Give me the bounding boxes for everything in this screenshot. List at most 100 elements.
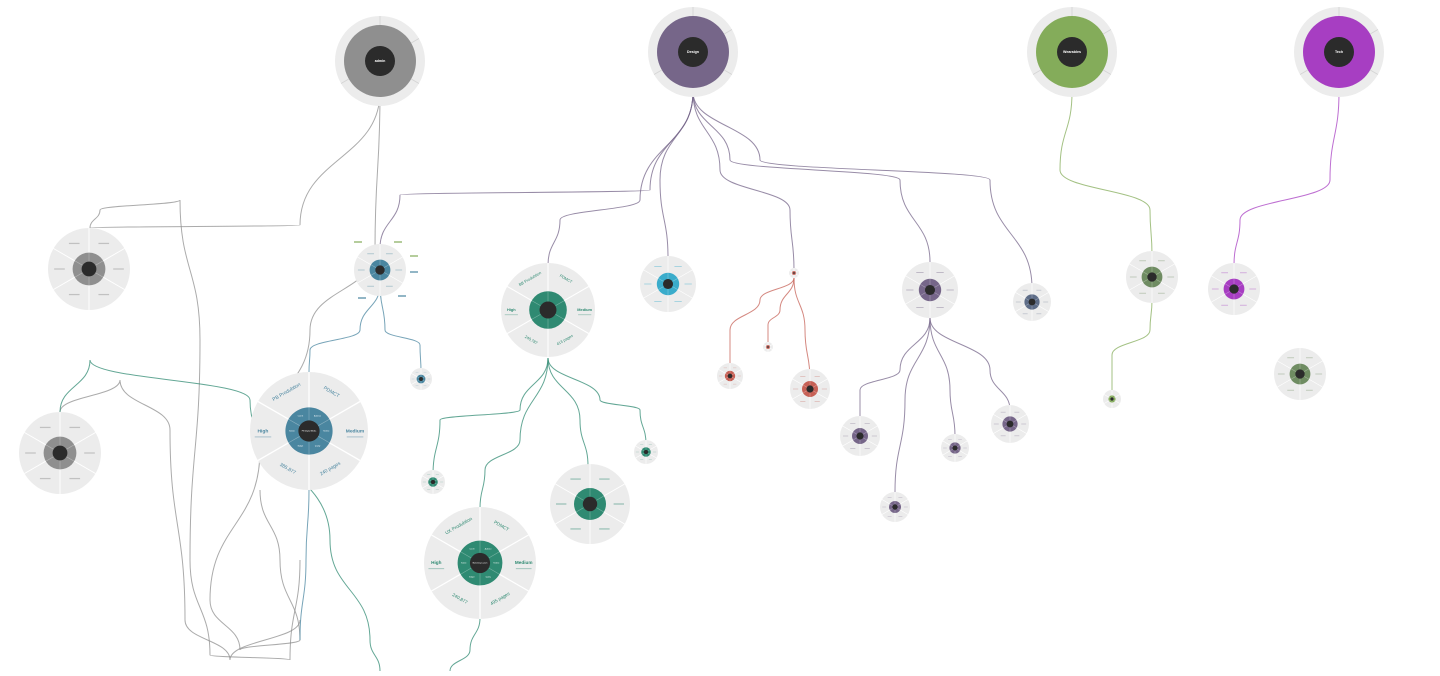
priority-label: High xyxy=(431,560,442,565)
node-blue-small[interactable] xyxy=(354,244,406,296)
root-label: Wearables xyxy=(1063,50,1081,54)
node-teal-tiny-a[interactable] xyxy=(421,470,445,494)
sub-text-placeholder xyxy=(578,314,591,315)
label-placeholder xyxy=(69,294,80,295)
center-dot xyxy=(644,450,648,454)
root-admin[interactable]: admin xyxy=(335,16,425,106)
center-dot xyxy=(431,480,435,484)
label-placeholder xyxy=(570,478,580,479)
center-dot xyxy=(1295,369,1304,378)
node-sage-tiny[interactable] xyxy=(1103,390,1121,408)
center-dot xyxy=(1029,299,1036,306)
inner-segment-label: Audience xyxy=(314,415,321,418)
label-placeholder xyxy=(872,436,877,437)
root-label: admin xyxy=(375,59,386,63)
node-lav-c[interactable] xyxy=(941,434,969,462)
label-placeholder xyxy=(367,253,374,254)
node-teal-b[interactable] xyxy=(550,464,630,544)
label-placeholder xyxy=(1014,436,1019,437)
label-placeholder xyxy=(644,284,651,285)
node-teal-tiny-b[interactable] xyxy=(634,440,658,464)
label-placeholder xyxy=(556,503,566,504)
inner-segment-label: Volume xyxy=(461,562,467,564)
sub-text-placeholder xyxy=(347,436,364,437)
inner-segment-label: Cost fit xyxy=(298,415,304,418)
label-placeholder xyxy=(947,290,954,291)
label-placeholder xyxy=(1306,390,1313,391)
node-lav-b[interactable] xyxy=(880,492,910,522)
label-placeholder xyxy=(1240,272,1247,273)
label-placeholder xyxy=(936,307,943,308)
inner-segment-label: Budget xyxy=(298,444,304,447)
label-placeholder xyxy=(98,243,109,244)
label-placeholder xyxy=(1036,290,1041,291)
label-placeholder xyxy=(1221,272,1228,273)
label-placeholder xyxy=(40,427,51,428)
node-red-a[interactable] xyxy=(717,363,743,389)
label-placeholder xyxy=(815,376,820,377)
label-placeholder xyxy=(1249,289,1256,290)
label-placeholder xyxy=(1023,290,1028,291)
edge-design-teal xyxy=(548,92,693,265)
node-cyan[interactable] xyxy=(640,256,696,312)
tag-marker xyxy=(410,271,418,273)
label-placeholder xyxy=(1221,305,1228,306)
tag-marker xyxy=(410,255,418,257)
center-dot xyxy=(767,346,769,348)
edge-wear-2 xyxy=(1112,300,1152,392)
label-placeholder xyxy=(916,272,923,273)
node-gray-b[interactable] xyxy=(19,412,101,494)
edge-design-slate xyxy=(693,92,1032,288)
node-blue-tiny[interactable] xyxy=(410,368,432,390)
edge-red-c xyxy=(794,278,810,380)
tag-marker xyxy=(398,295,406,297)
node-gray-a[interactable] xyxy=(48,228,130,310)
label-placeholder xyxy=(1287,357,1294,358)
edge-design-cyan xyxy=(660,92,693,258)
edge-design-red xyxy=(693,92,794,270)
sub-text-placeholder xyxy=(505,314,518,315)
root-tech[interactable]: Tech xyxy=(1294,7,1384,97)
label-placeholder xyxy=(98,294,109,295)
center-dot xyxy=(419,377,423,381)
root-label: Tech xyxy=(1335,50,1343,54)
label-placeholder xyxy=(1014,412,1019,413)
node-red-b[interactable] xyxy=(790,369,830,409)
label-placeholder xyxy=(1278,374,1285,375)
root-design[interactable]: Design xyxy=(648,7,738,97)
edge-teal-a xyxy=(433,358,548,475)
label-placeholder xyxy=(1212,289,1219,290)
node-sage-b[interactable] xyxy=(1274,348,1326,400)
edge-red-a xyxy=(730,278,794,368)
node-magenta[interactable] xyxy=(1208,263,1260,315)
node-lav-a[interactable] xyxy=(840,416,880,456)
label-placeholder xyxy=(69,478,80,479)
node-lav-main[interactable] xyxy=(902,262,958,318)
label-placeholder xyxy=(84,452,95,453)
node-lav-d[interactable] xyxy=(991,405,1029,443)
label-placeholder xyxy=(1167,277,1174,278)
edge-design-lav xyxy=(693,92,930,262)
edge-lav-d xyxy=(930,318,1010,410)
node-sage-a[interactable] xyxy=(1126,251,1178,303)
center-dot xyxy=(375,265,384,274)
label-placeholder xyxy=(865,448,870,449)
label-placeholder xyxy=(936,272,943,273)
center-dot xyxy=(728,374,733,379)
node-red-dot[interactable] xyxy=(789,268,799,278)
node-slate[interactable] xyxy=(1013,283,1051,321)
edge-lav-b xyxy=(895,318,930,492)
node-red-dot-b[interactable] xyxy=(763,342,773,352)
label-placeholder xyxy=(850,423,855,424)
label-placeholder xyxy=(850,448,855,449)
root-wearables[interactable]: Wearables xyxy=(1027,7,1117,97)
label-placeholder xyxy=(1001,412,1006,413)
center-label: Marketing Launch xyxy=(473,561,488,564)
center-dot xyxy=(540,302,557,319)
edge-blue-small xyxy=(380,285,421,372)
edge-design-blue xyxy=(380,92,693,248)
